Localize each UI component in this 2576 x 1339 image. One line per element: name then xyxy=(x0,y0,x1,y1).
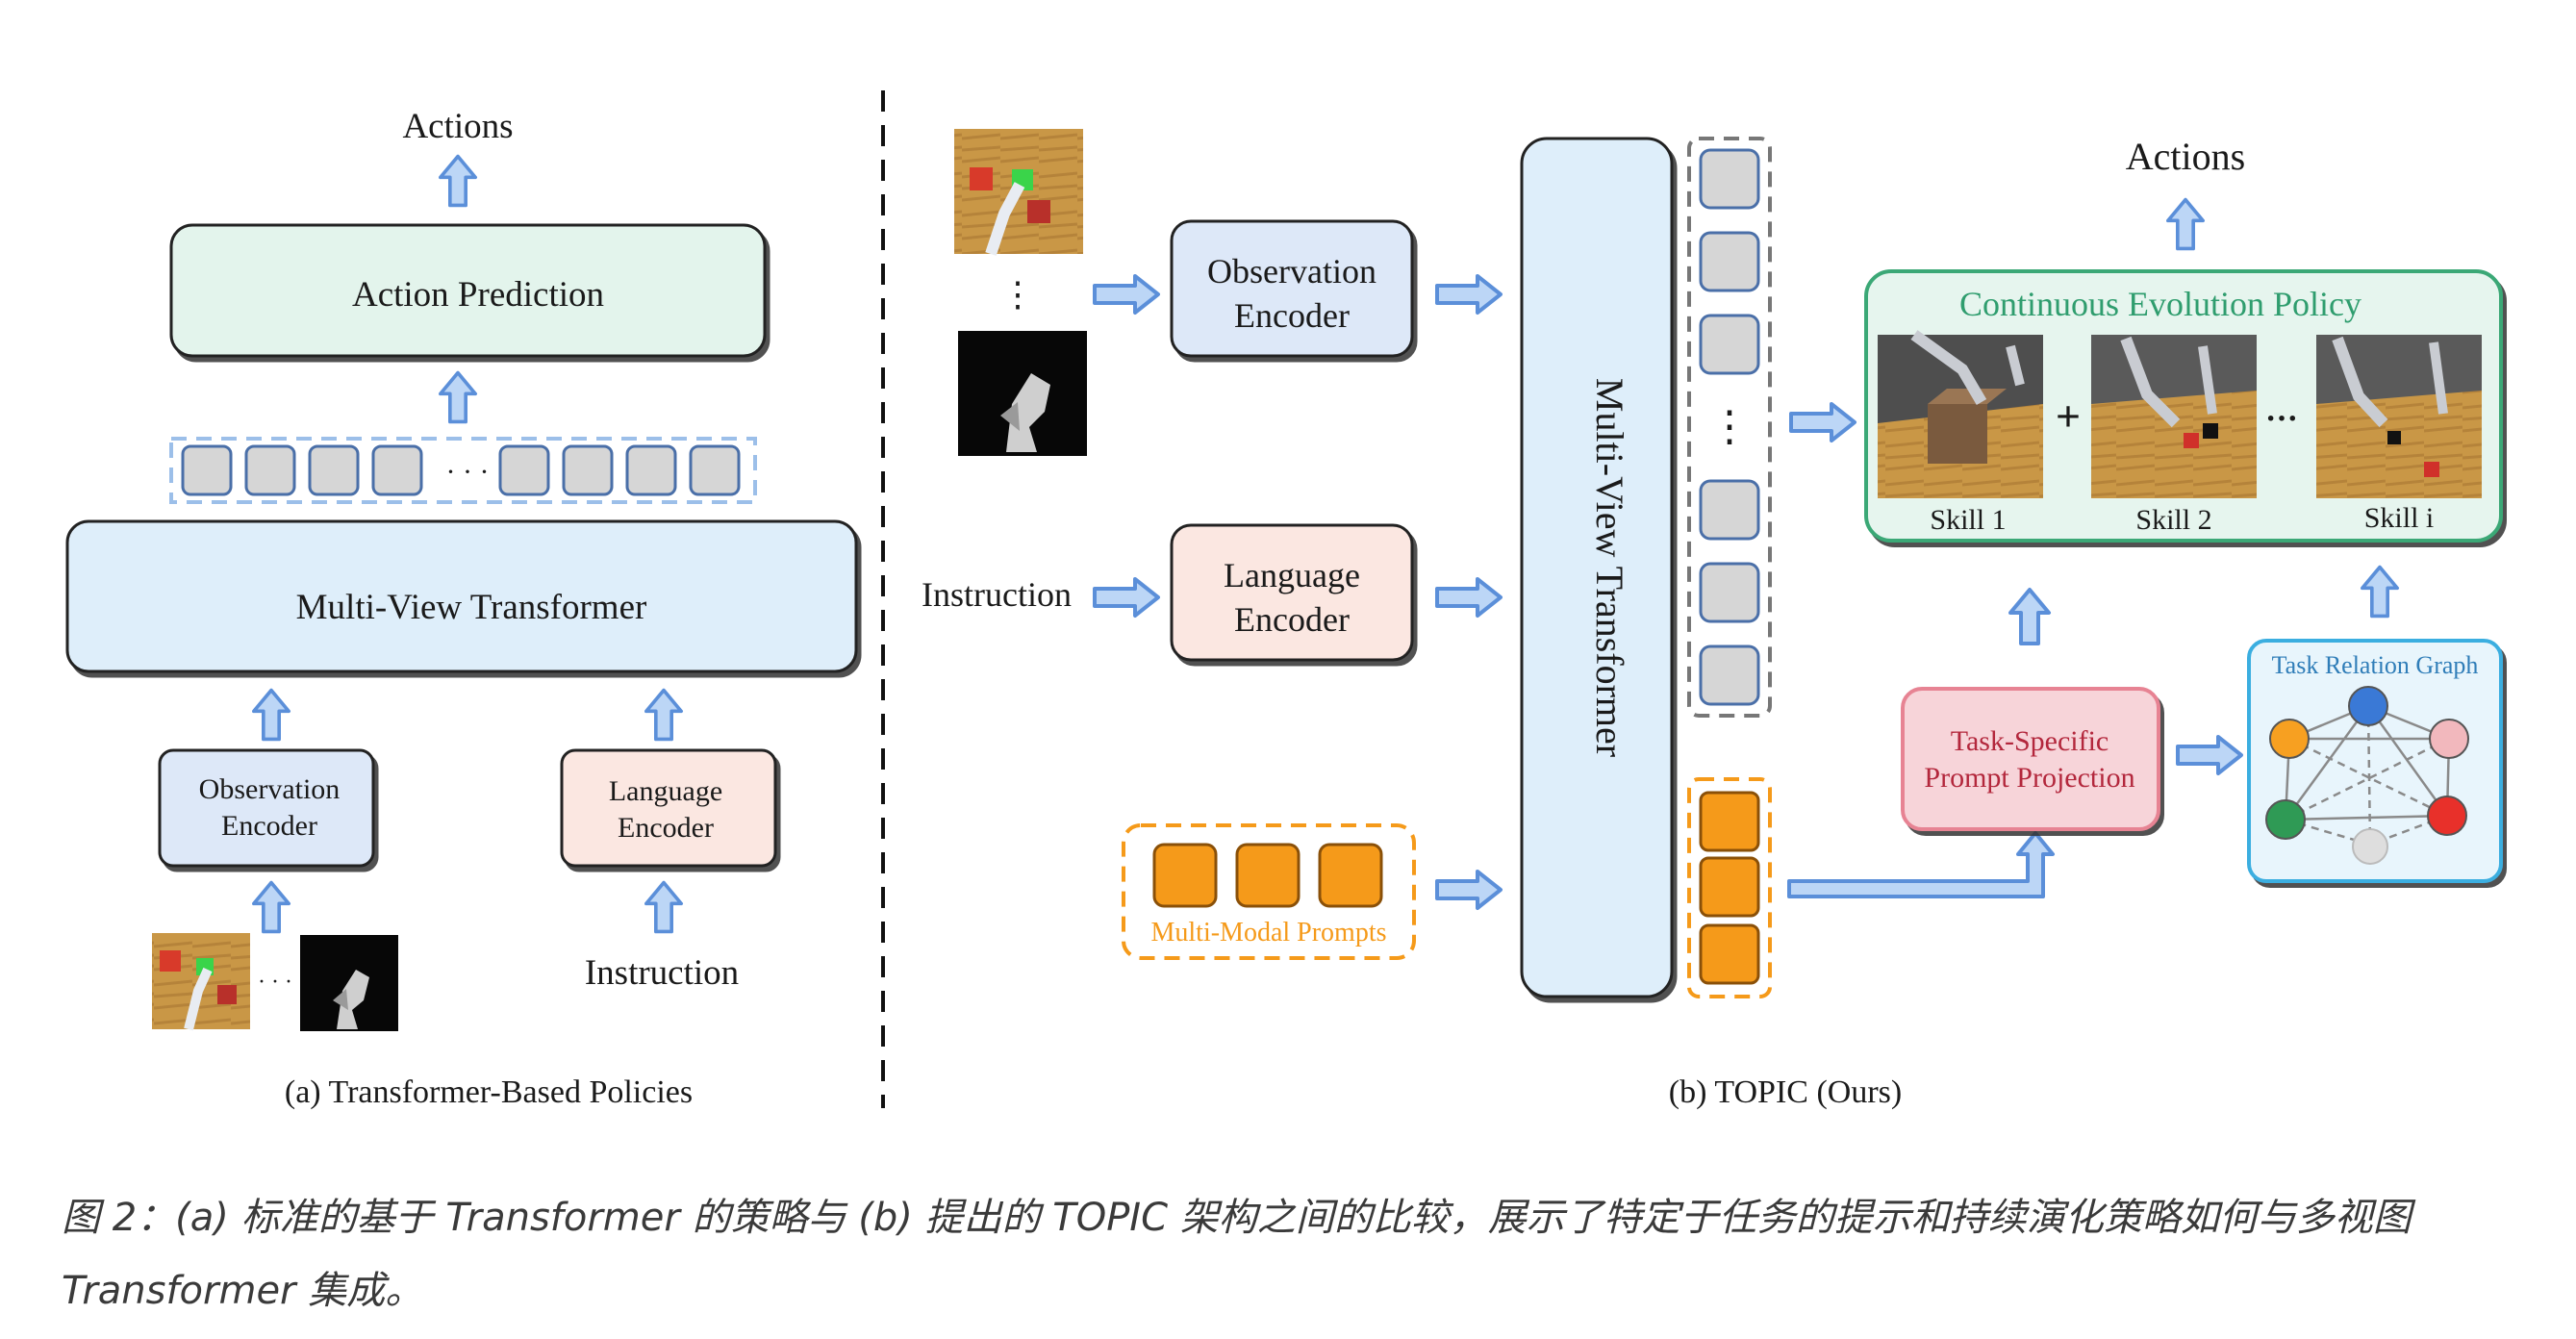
arrow-up-icon xyxy=(251,688,291,742)
token-icon xyxy=(1699,314,1760,375)
left-panel-caption: (a) Transformer-Based Policies xyxy=(285,1074,693,1110)
left-obs-encoder-box xyxy=(158,748,375,868)
token-icon xyxy=(562,444,614,496)
right-transformer-label: Multi-View Transformer xyxy=(1588,378,1631,757)
architecture-diagram: Actions Action Prediction · · · Multi-Vi… xyxy=(65,90,2503,1110)
graph-node-icon xyxy=(2429,719,2469,759)
arrow-right-icon xyxy=(1435,577,1503,618)
prompt-token-icon xyxy=(1699,791,1760,852)
depth-image xyxy=(300,935,398,1031)
right-lang-encoder-line2: Encoder xyxy=(1234,600,1350,639)
skill-2-image xyxy=(2091,335,2257,498)
left-obs-encoder-line2: Encoder xyxy=(221,810,317,842)
arrow-right-icon xyxy=(1435,274,1503,315)
token-column: ⋮ xyxy=(1699,148,1760,706)
token-icon xyxy=(1699,148,1760,210)
right-obs-encoder-line2: Encoder xyxy=(1234,296,1350,335)
action-prediction-label: Action Prediction xyxy=(352,275,604,315)
left-transformer-box xyxy=(65,519,858,673)
projection-line1: Task-Specific xyxy=(1951,725,2109,757)
skill-i-image xyxy=(2316,335,2482,498)
graph-node-icon xyxy=(2265,799,2306,840)
prompt-token-icon xyxy=(1235,843,1301,908)
token-icon xyxy=(1699,562,1760,623)
projection-line2: Prompt Projection xyxy=(1924,762,2134,794)
arrow-right-icon xyxy=(1093,577,1160,618)
elbow-arrow-icon xyxy=(1787,831,2055,898)
left-lang-encoder-box xyxy=(560,748,777,868)
token-row: · · · xyxy=(181,444,741,496)
arrow-up-icon xyxy=(2168,200,2203,249)
arrow-right-icon xyxy=(2176,735,2243,775)
right-image-ellipsis: ⋮ xyxy=(1000,275,1035,314)
skill-ellipsis: ··· xyxy=(2265,401,2298,437)
token-icon xyxy=(371,444,423,496)
plus-sign: + xyxy=(2056,392,2081,441)
right-actions-label: Actions xyxy=(2126,135,2245,178)
projection-box xyxy=(1901,687,2160,831)
token-ellipsis: · · · xyxy=(446,456,490,488)
right-lang-encoder-line1: Language xyxy=(1224,556,1360,594)
token-row-frame xyxy=(169,437,757,504)
arrow-up-icon xyxy=(2362,568,2397,617)
right-panel-caption: (b) TOPIC (Ours) xyxy=(1669,1074,1902,1110)
token-icon xyxy=(689,444,741,496)
token-icon xyxy=(1699,231,1760,292)
token-icon xyxy=(244,444,296,496)
token-column-ellipsis: ⋮ xyxy=(1708,403,1751,450)
graph-node-icon xyxy=(2269,719,2310,759)
right-lang-encoder-box xyxy=(1170,523,1414,662)
arrow-up-icon xyxy=(251,880,291,934)
prompt-token-icon xyxy=(1152,843,1218,908)
multimodal-prompts-frame xyxy=(1122,823,1416,960)
token-icon xyxy=(308,444,360,496)
panel-a: Actions Action Prediction · · · Multi-Vi… xyxy=(65,107,858,1110)
skill-1-label: Skill 1 xyxy=(1930,504,2006,536)
arrow-up-icon xyxy=(644,688,684,742)
skill-i-label: Skill i xyxy=(2364,502,2435,534)
token-icon xyxy=(181,444,233,496)
left-actions-label: Actions xyxy=(402,107,513,146)
graph-title: Task Relation Graph xyxy=(2272,651,2479,679)
skill-2-label: Skill 2 xyxy=(2135,504,2211,536)
arrow-right-icon xyxy=(1435,870,1503,910)
policy-title: Continuous Evolution Policy xyxy=(1959,285,2361,323)
token-column-frame xyxy=(1687,137,1772,718)
panel-b: ⋮ Observation Encoder Instruction Langua… xyxy=(922,129,2503,1110)
arrow-up-icon xyxy=(644,880,684,934)
arrow-up-icon xyxy=(438,370,478,424)
graph-node-icon xyxy=(2427,796,2467,836)
robot-scene-image xyxy=(954,129,1083,256)
left-lang-encoder-line2: Encoder xyxy=(618,812,714,844)
right-obs-encoder-line1: Observation xyxy=(1207,252,1376,291)
right-obs-encoder-box xyxy=(1170,219,1414,358)
arrow-right-icon xyxy=(1093,274,1160,315)
left-transformer-label: Multi-View Transformer xyxy=(296,588,647,627)
right-instruction-label: Instruction xyxy=(922,575,1072,614)
prompt-token-icon xyxy=(1699,856,1760,918)
robot-scene-image xyxy=(152,933,250,1031)
token-icon xyxy=(1699,644,1760,706)
token-icon xyxy=(625,444,677,496)
arrow-up-icon xyxy=(438,154,478,208)
action-prediction-box xyxy=(169,223,767,358)
prompt-column-frame xyxy=(1687,777,1772,998)
graph-node-icon xyxy=(2352,828,2388,865)
skill-1-image xyxy=(1878,330,2043,498)
arrow-right-icon xyxy=(1789,402,1856,442)
depth-image xyxy=(958,331,1087,456)
arrow-up-icon xyxy=(2010,590,2049,644)
left-image-ellipsis: · · · xyxy=(258,970,292,995)
prompt-token-icon xyxy=(1699,923,1760,985)
figure-caption: 图 2：(a) 标准的基于 Transformer 的策略与 (b) 提出的 T… xyxy=(62,1196,2412,1313)
left-lang-encoder-line1: Language xyxy=(609,775,722,807)
left-obs-encoder-line1: Observation xyxy=(199,773,341,805)
token-icon xyxy=(498,444,550,496)
right-transformer-box xyxy=(1520,137,1674,998)
token-icon xyxy=(1699,479,1760,541)
prompt-token-icon xyxy=(1318,843,1383,908)
graph-node-icon xyxy=(2348,686,2388,726)
multimodal-prompts-label: Multi-Modal Prompts xyxy=(1150,918,1386,947)
left-instruction-label: Instruction xyxy=(585,953,739,993)
